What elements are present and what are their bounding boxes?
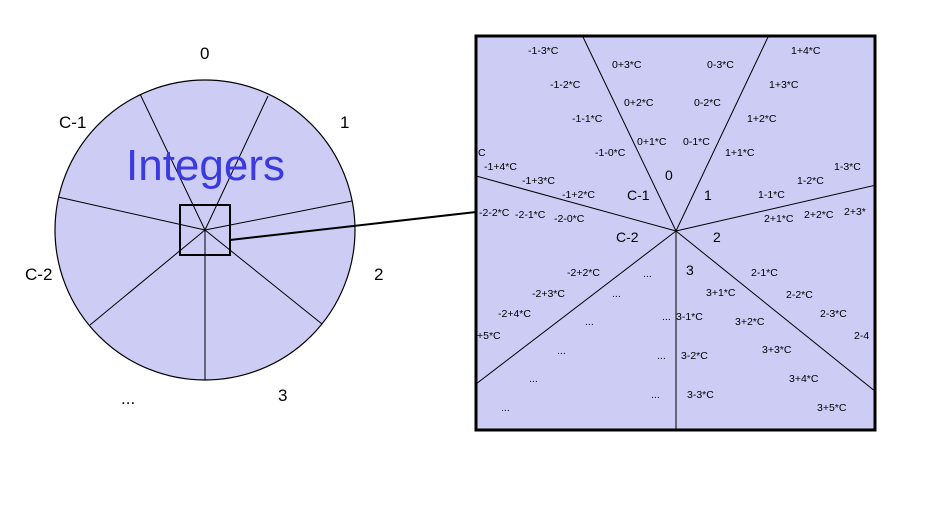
zoom-entry: C <box>478 147 486 159</box>
zoom-entry: 1+2*C <box>747 113 777 125</box>
circle-label: ... <box>121 389 135 408</box>
zoom-entry: 1-3*C <box>834 161 861 173</box>
circle-label: 1 <box>340 113 349 132</box>
zoom-entry: 1+4*C <box>791 45 821 57</box>
zoom-entry: 0-2*C <box>694 97 721 109</box>
zoom-sector-label: C-1 <box>627 187 650 203</box>
zoom-entry: 1-1*C <box>758 189 785 201</box>
zoom-entry: -2-2*C <box>479 207 510 219</box>
zoom-entry: -2+2*C <box>567 267 600 279</box>
zoom-entry: 3+4*C <box>789 373 819 385</box>
sector-line <box>204 95 269 231</box>
zoom-sector-line <box>477 175 677 232</box>
zoom-entry: 0-3*C <box>707 59 734 71</box>
zoom-ellipsis: ... <box>662 311 671 323</box>
zoom-entry: 3+5*C <box>817 402 847 414</box>
circle-label: 2 <box>374 265 383 284</box>
zoom-entry: -1-1*C <box>572 113 603 125</box>
zoom-entry: 2-2*C <box>786 289 813 301</box>
zoom-ellipsis: ... <box>529 373 538 385</box>
sector-line <box>139 93 206 231</box>
zoom-entry: 3-1*C <box>676 311 703 323</box>
zoom-sector-line <box>582 37 677 232</box>
zoom-sector-label: 0 <box>665 167 673 183</box>
zoom-entry: 2+1*C <box>764 213 794 225</box>
zoom-sector-line <box>675 37 769 232</box>
zoom-entry: 1+3*C <box>769 79 799 91</box>
zoom-ellipsis: ... <box>557 345 566 357</box>
zoom-sector-label: 2 <box>713 229 721 245</box>
zoom-entry: 3+3*C <box>762 344 792 356</box>
zoom-entry: 2+3* <box>844 206 866 218</box>
zoom-sector-label: 3 <box>686 262 694 278</box>
zoom-connector <box>229 211 477 241</box>
integer-circle <box>54 79 356 381</box>
zoom-entry: 3+2*C <box>735 316 765 328</box>
zoom-ellipsis: ... <box>501 402 510 414</box>
zoom-entry: -2+4*C <box>498 308 531 320</box>
zoom-entry: 1-2*C <box>797 175 824 187</box>
circle-label: C-1 <box>59 113 86 132</box>
sector-line <box>204 229 323 325</box>
zoom-entry: 0+3*C <box>612 59 642 71</box>
zoom-entry: -2-0*C <box>554 213 585 225</box>
zoom-sector-line <box>477 230 677 384</box>
zoom-entry: 1+1*C <box>725 147 755 159</box>
zoom-sector-label: ... <box>643 268 652 280</box>
zoom-entry: 0-1*C <box>683 136 710 148</box>
zoom-source-box <box>179 204 231 256</box>
zoom-entry: -1+4*C <box>484 161 517 173</box>
zoom-entry: -1+3*C <box>522 175 555 187</box>
zoom-ellipsis: ... <box>612 288 621 300</box>
zoom-sector-lines <box>477 37 874 429</box>
zoom-entry: +5*C <box>477 330 501 342</box>
diagram-title: Integers <box>126 141 285 190</box>
circle-label: C-2 <box>25 265 52 284</box>
zoom-entry: -1+2*C <box>562 189 595 201</box>
zoom-entry: 2-4 <box>854 330 869 342</box>
zoom-ellipsis: ... <box>585 316 594 328</box>
zoom-entry: 0+1*C <box>637 136 667 148</box>
zoom-entry: -2+3*C <box>532 288 565 300</box>
zoom-sector-line <box>675 230 874 392</box>
zoom-entry: 2-3*C <box>820 308 847 320</box>
sector-line <box>89 229 206 326</box>
zoom-entry: 3-3*C <box>687 389 714 401</box>
zoom-sector-label: C-2 <box>616 229 639 245</box>
zoom-entry: 2+2*C <box>804 209 834 221</box>
zoom-entry: -1-0*C <box>595 147 626 159</box>
zoom-entry: 3+1*C <box>706 287 736 299</box>
zoom-ellipsis: ... <box>651 389 660 401</box>
circle-label: 0 <box>200 44 209 63</box>
zoom-sector-line <box>675 184 874 232</box>
zoom-entry: -1-3*C <box>528 45 559 57</box>
zoom-entry: 3-2*C <box>681 350 708 362</box>
zoom-ellipsis: ... <box>657 350 666 362</box>
zoom-entry: 2-1*C <box>751 267 778 279</box>
circle-label: 3 <box>278 386 287 405</box>
zoom-entry: -1-2*C <box>550 79 581 91</box>
zoom-entry: -2-1*C <box>515 209 546 221</box>
zoom-sector-label: 1 <box>704 187 712 203</box>
zoom-entry: 0+2*C <box>624 97 654 109</box>
